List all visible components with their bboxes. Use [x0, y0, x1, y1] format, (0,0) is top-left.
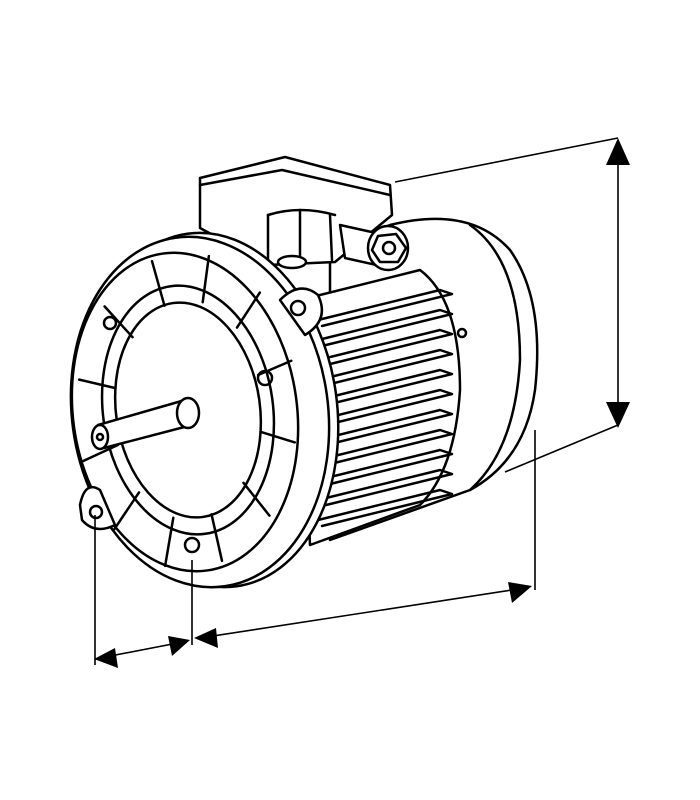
dimension-height	[394, 137, 630, 473]
cooling-fin	[316, 448, 454, 488]
dimension-flange-offset	[94, 515, 190, 668]
motor-shaft	[90, 396, 201, 451]
flange-rib	[242, 481, 271, 517]
cooling-fin	[316, 348, 454, 388]
mounting-hole	[289, 299, 307, 317]
cooling-fin	[316, 488, 454, 528]
cooling-fin	[316, 428, 454, 468]
bolt-hole	[102, 315, 118, 331]
cooling-fin	[316, 408, 454, 448]
flange-rib	[201, 254, 211, 304]
flange-rib	[112, 491, 141, 531]
cable-gland	[338, 223, 410, 272]
cooling-fin	[316, 388, 454, 428]
flange-rib	[235, 291, 262, 329]
flange-rib	[103, 305, 134, 339]
cooling-fin	[316, 468, 454, 508]
flange-rib	[77, 378, 117, 390]
flange-rib	[210, 513, 224, 563]
flange-rib	[259, 430, 297, 444]
flange-rib	[256, 359, 293, 377]
dimension-length	[191, 430, 536, 648]
flange-rib	[163, 516, 175, 568]
motor-body-fins	[298, 268, 462, 547]
cooling-fin	[316, 288, 454, 328]
cooling-fin	[316, 368, 454, 408]
flange-rib	[150, 259, 166, 307]
mounting-hole	[88, 504, 104, 520]
bolt-hole	[256, 369, 274, 387]
cooling-fin	[316, 308, 454, 348]
cooling-fin	[316, 328, 454, 368]
flange-rib	[81, 443, 120, 463]
bolt-hole	[183, 536, 201, 554]
